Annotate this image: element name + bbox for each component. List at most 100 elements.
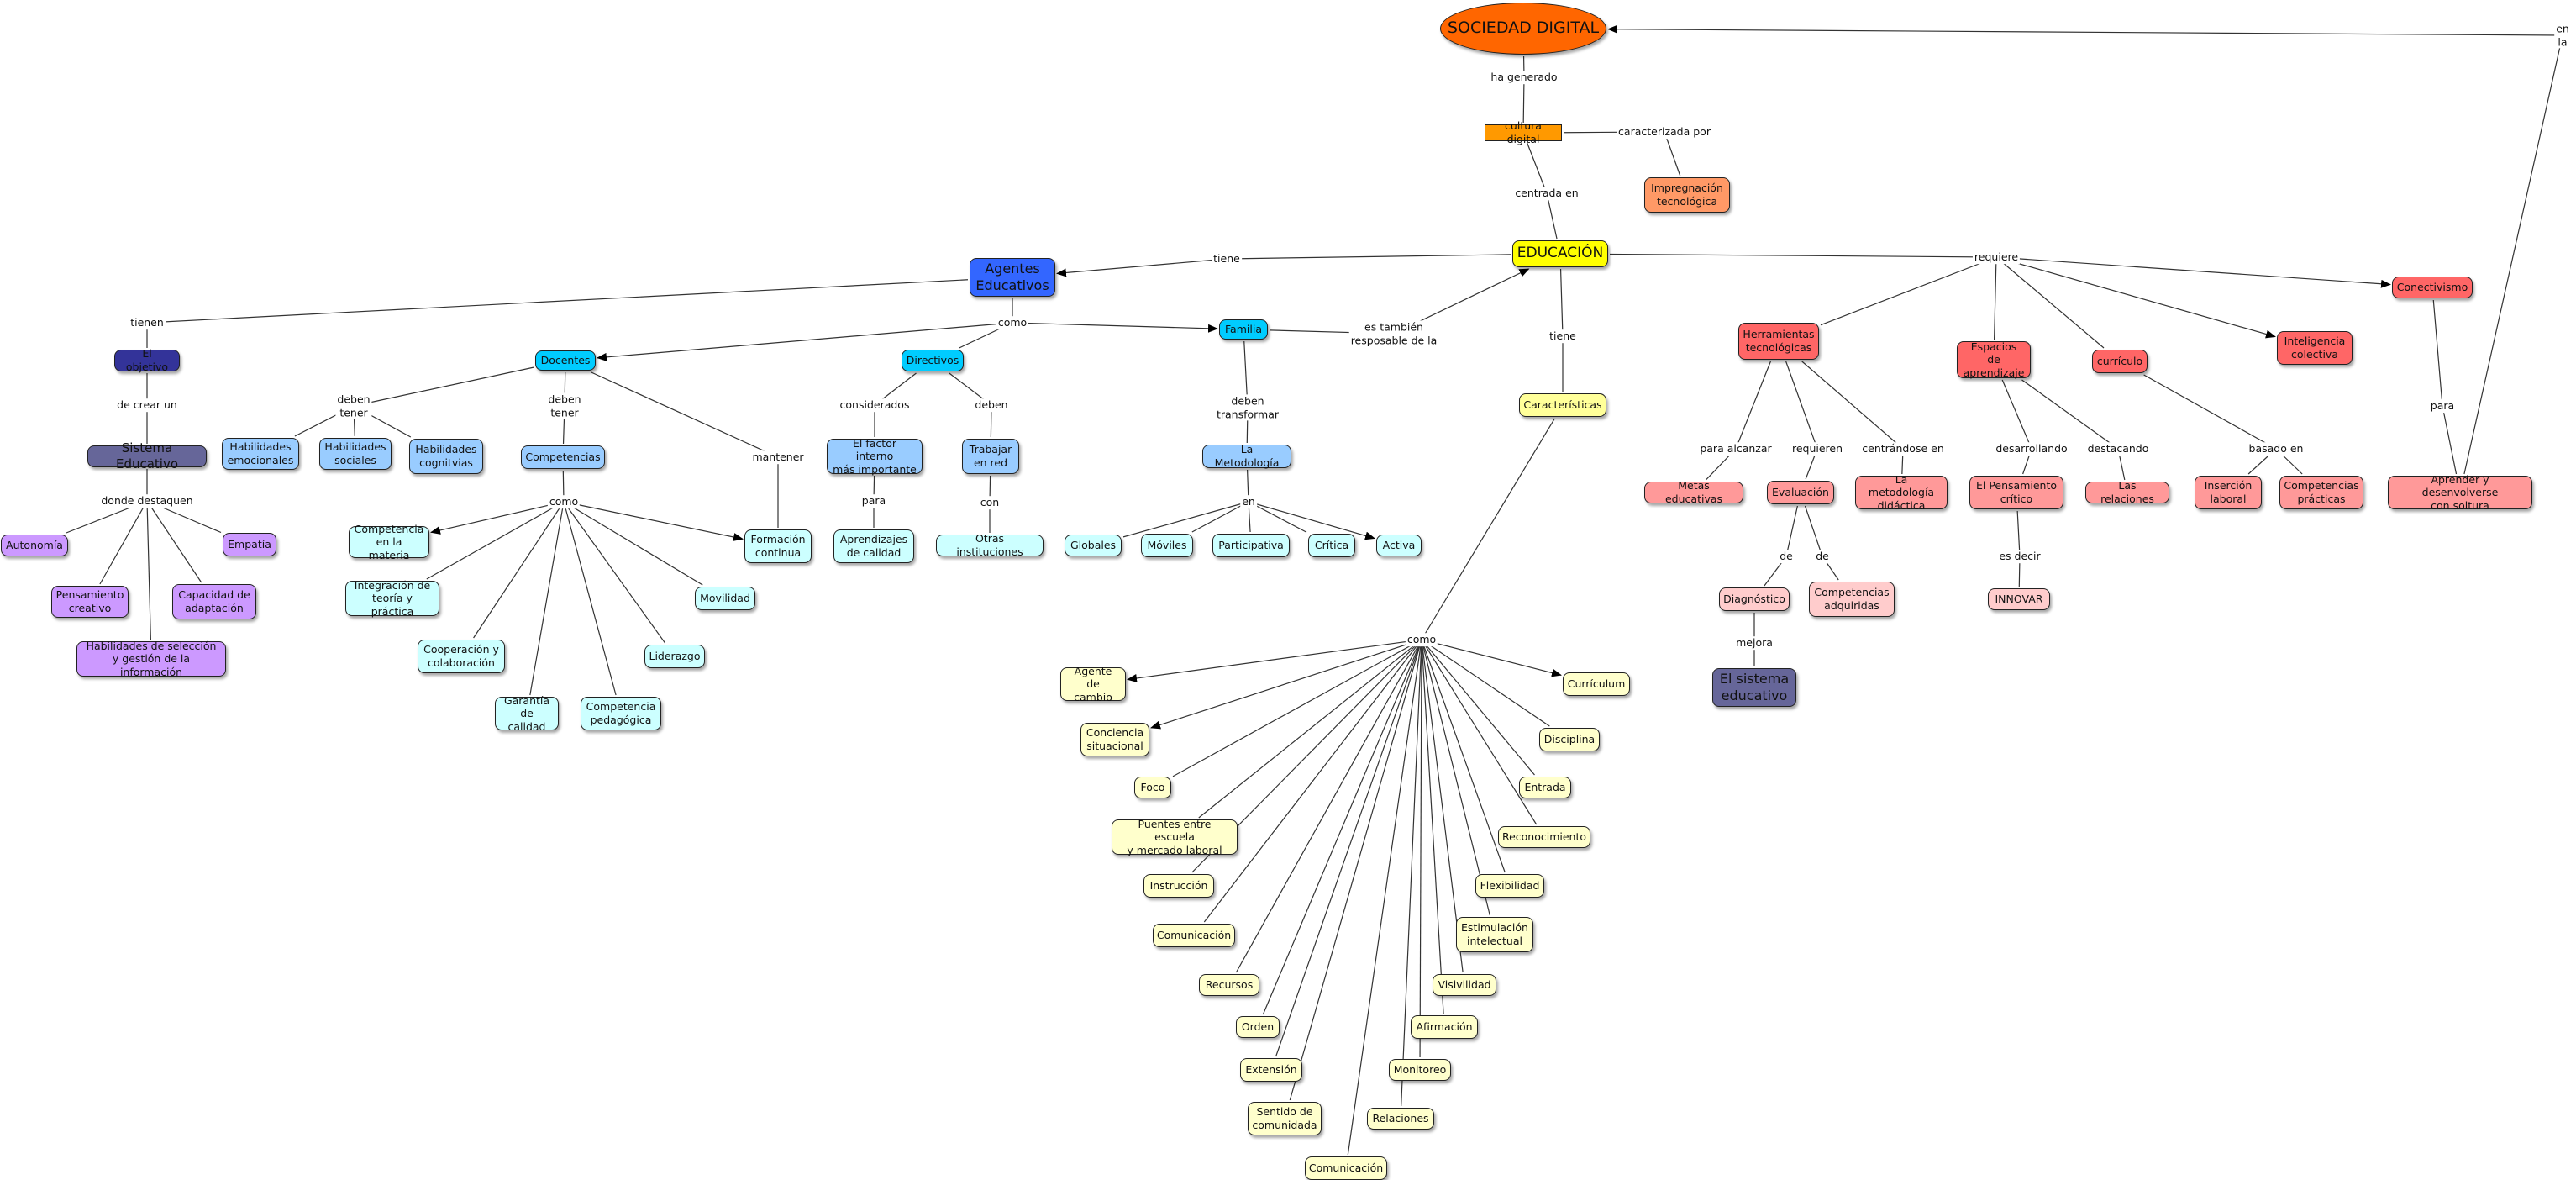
connector-line xyxy=(1421,639,1550,727)
link-phrase-para-dir: para xyxy=(860,494,888,508)
link-phrase-deben-transformar: deben transformar xyxy=(1214,394,1281,421)
concept-competencias: Competencias xyxy=(521,445,605,469)
concept-sociedad: SOCIEDAD DIGITAL xyxy=(1440,3,1606,55)
concept-globales: Globales xyxy=(1065,535,1122,556)
concept-insercion: Inserción laboral xyxy=(2195,476,2262,509)
concept-curriculo: currículo xyxy=(2092,350,2148,373)
concept-monitoreo: Monitoreo xyxy=(1389,1059,1451,1081)
concept-integracion: Integración de teoría y práctica xyxy=(345,579,439,618)
link-phrase-requiere: requiere xyxy=(1972,250,2021,264)
concept-instruccion: Instrucción xyxy=(1143,874,1214,898)
concept-comp-practicas: Competencias prácticas xyxy=(2279,476,2363,509)
link-phrase-tienen: tienen xyxy=(129,316,166,329)
concept-liderazgo: Liderazgo xyxy=(644,645,705,668)
connector-line xyxy=(99,500,148,585)
connector-line xyxy=(1421,418,1555,640)
link-phrase-deben-tener1: deben tener xyxy=(335,392,372,419)
concept-diagnostico: Diagnóstico xyxy=(1719,587,1790,611)
connector-line xyxy=(1546,192,1558,240)
concept-metas: Metas educativas xyxy=(1644,479,1743,505)
connector-line xyxy=(426,501,565,580)
connector-line xyxy=(1527,142,1548,194)
concept-las-relaciones: Las relaciones xyxy=(2085,479,2169,505)
concept-formacion: Formación continua xyxy=(744,529,812,563)
link-phrase-tiene1: tiene xyxy=(1212,252,1242,266)
concept-autonomia: Autonomía xyxy=(1,535,68,556)
connector-line xyxy=(2001,379,2032,450)
connector-line xyxy=(1401,639,1422,1107)
concept-afirmacion: Afirmación xyxy=(1411,1015,1478,1039)
connector-line xyxy=(1203,639,1422,923)
connector-line xyxy=(2463,34,2563,475)
concept-recursos: Recursos xyxy=(1199,974,1259,996)
concept-comp-materia: Competencia en la materia xyxy=(349,523,429,561)
connector-line xyxy=(1122,501,1249,538)
concept-pensamiento-critico: El Pensamiento crítico xyxy=(1969,476,2063,509)
link-phrase-basado: basado en xyxy=(2247,442,2305,456)
connector-line xyxy=(1150,639,1422,730)
connector-line xyxy=(1191,501,1249,533)
concept-critica: Crítica xyxy=(1308,534,1355,557)
link-phrase-de2: de xyxy=(1814,550,1831,563)
concept-espacios: Espacios de aprendizaje xyxy=(1957,340,2031,379)
connector-line xyxy=(1421,639,1464,973)
link-phrase-mejora: mejora xyxy=(1734,636,1774,650)
link-phrase-centrada: centrada en xyxy=(1513,187,1580,200)
link-phrase-como-ag: como xyxy=(996,316,1029,329)
connector-line xyxy=(1275,639,1422,1057)
connector-line xyxy=(1421,639,1535,776)
concept-comunicacion1: Comunicación xyxy=(1153,924,1235,947)
concept-capacidad: Capacidad de adaptación xyxy=(172,584,256,619)
connector-line xyxy=(1127,639,1422,682)
concept-aprendizajes: Aprendizajes de calidad xyxy=(833,529,914,563)
link-phrase-como-comp: como xyxy=(547,495,581,508)
link-phrase-de1: de xyxy=(1778,550,1795,563)
link-phrase-con: con xyxy=(978,496,1001,509)
link-phrase-desarrollando: desarrollando xyxy=(1994,442,2069,456)
concept-educacion: EDUCACIÓN xyxy=(1512,240,1608,267)
link-phrase-requieren: requieren xyxy=(1790,442,1845,456)
connector-line xyxy=(1421,639,1562,677)
concept-metodologia-didactica: La metodología didáctica xyxy=(1855,473,1948,512)
concept-empatia: Empatía xyxy=(223,533,276,556)
concept-agentes: Agentes Educativos xyxy=(970,258,1055,297)
link-phrase-ha-generado: ha generado xyxy=(1489,71,1559,84)
connector-line xyxy=(1421,639,1506,873)
connector-line xyxy=(1289,639,1422,1101)
connector-line xyxy=(146,500,151,640)
concept-movilidad: Movilidad xyxy=(695,587,755,610)
concept-reconocimiento: Reconocimiento xyxy=(1498,826,1590,848)
connector-line xyxy=(2442,405,2458,475)
concept-agente-cambio: Agente de cambio xyxy=(1060,665,1126,703)
connector-line xyxy=(2021,379,2119,450)
concept-comp-adquiridas: Competencias adquiridas xyxy=(1809,582,1895,617)
connector-line xyxy=(1995,256,2105,349)
concept-hab-cognitivas: Habilidades cognitvias xyxy=(409,439,483,474)
connector-line xyxy=(1820,256,1997,326)
link-phrase-destacando: destacando xyxy=(2085,442,2151,456)
connector-line xyxy=(1995,256,2391,288)
link-phrase-para-con: para xyxy=(2428,399,2457,413)
connector-line xyxy=(1262,639,1422,1015)
link-phrase-mantener: mantener xyxy=(750,450,806,464)
connector-line xyxy=(146,279,969,324)
connector-line xyxy=(591,371,779,458)
concept-estimulacion: Estimulación intelectual xyxy=(1456,917,1533,952)
concept-curriculum: Currículum xyxy=(1563,672,1630,696)
concept-activa: Activa xyxy=(1376,535,1422,556)
connector-line xyxy=(1248,501,1375,540)
connector-line xyxy=(1785,361,1818,450)
concept-participativa: Participativa xyxy=(1212,534,1290,557)
concept-visivilidad: Visivilidad xyxy=(1433,974,1496,996)
concept-flexibilidad: Flexibilidad xyxy=(1475,874,1544,898)
connector-line xyxy=(1522,76,1525,124)
concept-factor: El factor interno más importante xyxy=(827,437,923,476)
connector-line xyxy=(1804,505,1823,557)
connector-line xyxy=(529,501,565,696)
link-phrase-centrandose: centrándose en xyxy=(1860,442,1946,456)
connector-line xyxy=(2432,299,2443,407)
connector-line xyxy=(1559,268,1564,337)
link-phrase-caracterizada: caracterizada por xyxy=(1617,125,1712,139)
connector-line xyxy=(1347,639,1422,1156)
link-phrase-como-car: como xyxy=(1405,633,1438,646)
